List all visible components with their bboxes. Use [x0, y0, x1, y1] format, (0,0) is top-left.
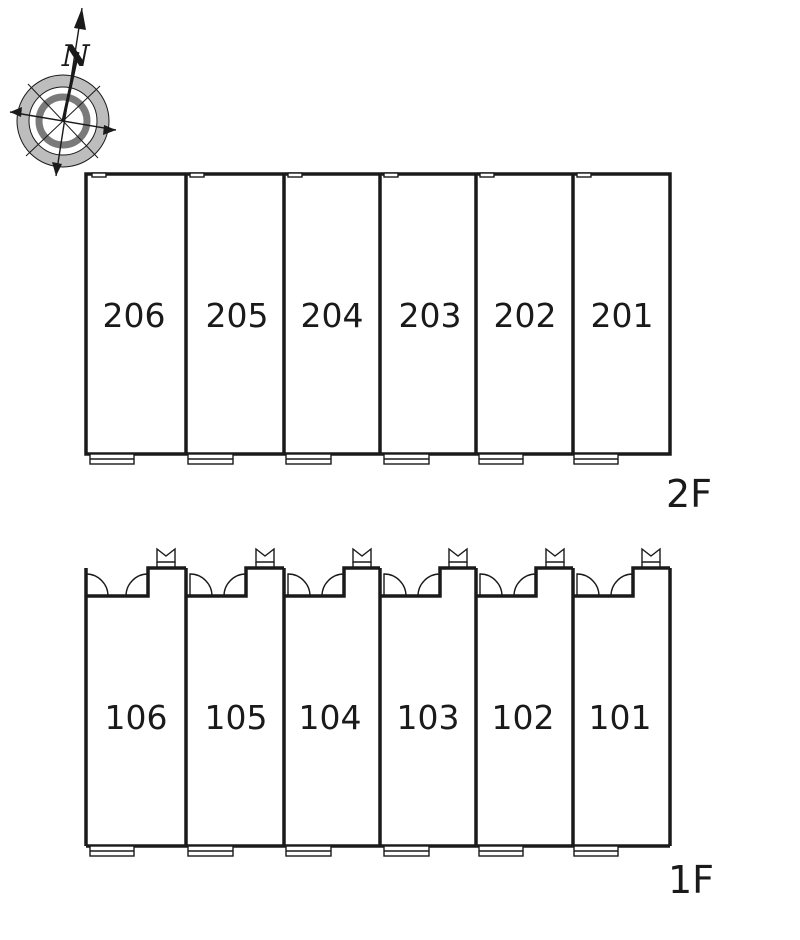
unit-101: 101: [589, 698, 652, 737]
floor-2f-walls: [184, 174, 575, 454]
entrance-104: [284, 547, 380, 598]
unit-103: 103: [397, 698, 460, 737]
unit-206: 206: [103, 296, 166, 335]
floor-2f-outline: [84, 172, 672, 456]
floor-2f-bottom-windows: [89, 453, 619, 465]
floor-1f-walls: [184, 568, 575, 846]
entrance-102: [476, 547, 573, 598]
floor-1f-bottom-windows: [89, 845, 619, 857]
unit-204: 204: [301, 296, 364, 335]
floor-2f-top-windows: [91, 172, 592, 178]
north-label: N: [61, 39, 91, 74]
unit-203: 203: [399, 296, 462, 335]
floor-2f: 206 205 204 203 202 201 2F: [84, 172, 712, 516]
floor-label-2f: 2F: [666, 472, 712, 516]
floor-1f-entrances: [85, 547, 670, 598]
unit-105: 105: [205, 698, 268, 737]
entrance-101: [573, 547, 670, 598]
floor-label-1f: 1F: [668, 858, 714, 902]
unit-102: 102: [492, 698, 555, 737]
unit-106: 106: [105, 698, 168, 737]
unit-201: 201: [591, 296, 654, 335]
compass-rose-icon: [9, 7, 117, 177]
entrance-103: [380, 547, 476, 598]
unit-205: 205: [206, 296, 269, 335]
entrance-105: [186, 547, 284, 598]
unit-104: 104: [299, 698, 362, 737]
entrance-106: [85, 547, 186, 598]
unit-202: 202: [494, 296, 557, 335]
floor-1f: 106 105 104 103 102 101 1F: [84, 547, 714, 902]
